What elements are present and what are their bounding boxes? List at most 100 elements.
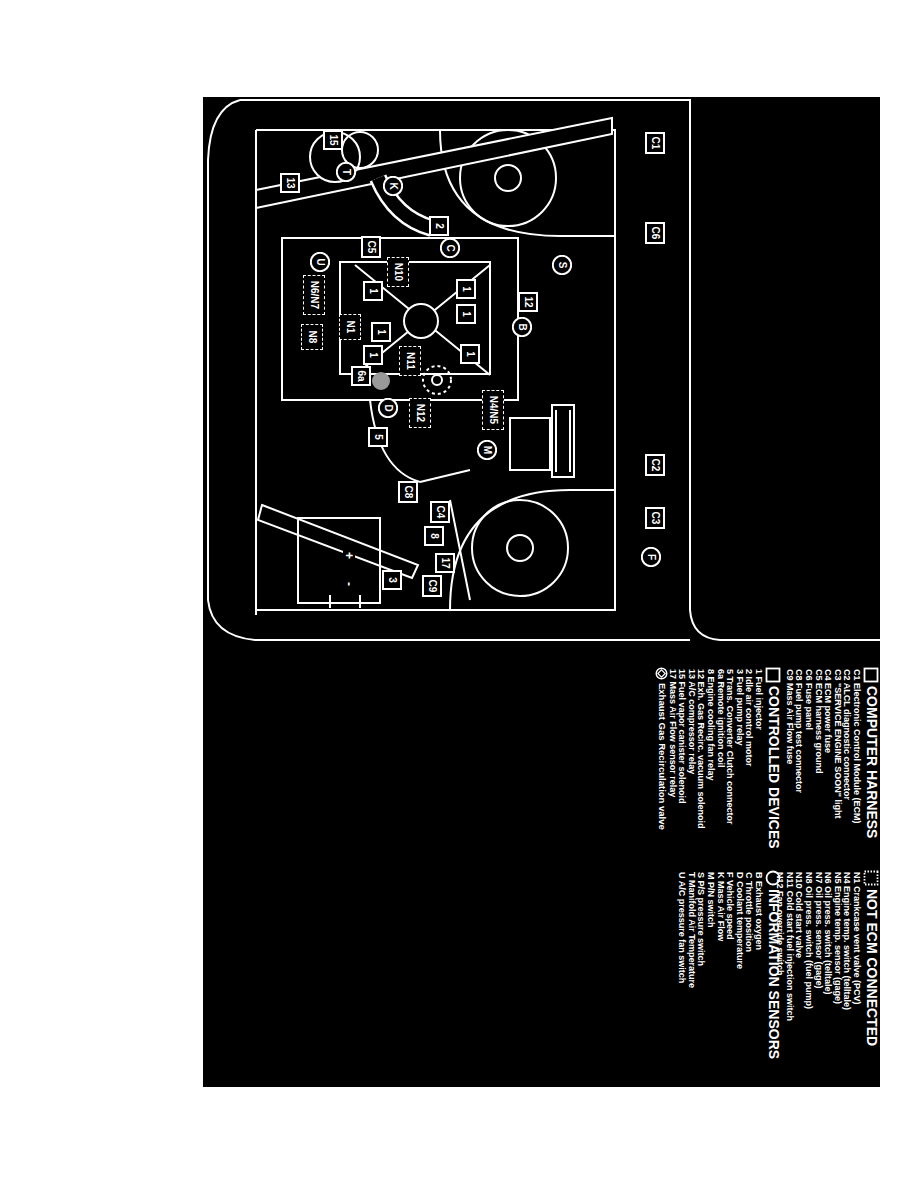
circle-outline — [379, 399, 397, 417]
callout-number: 2 — [434, 223, 444, 229]
not-ecm-box: N11 — [399, 346, 421, 376]
legend-circle — [656, 668, 667, 679]
legend-item: S P/S pressure switch — [696, 872, 705, 966]
callout-box: C1 — [645, 132, 665, 154]
circle-outline — [478, 441, 496, 459]
sensor-circle: K — [383, 176, 403, 196]
legend-diamond — [658, 670, 665, 677]
rotated-frame: C1C6C2C3F15T13K2CC5SUN10N6/N711112BN11N8… — [203, 97, 880, 1087]
sensor-circle: D — [378, 398, 398, 418]
callout-box: C6 — [645, 222, 665, 244]
sensor-circle: T — [336, 162, 356, 182]
callout-number: C9 — [427, 580, 437, 593]
legend-text: CONTROLLED DEVICES — [765, 686, 780, 849]
legend-item: C5 ECM harness ground — [814, 669, 823, 774]
legend-item: N7 Oil press. sensor (gage) — [814, 872, 823, 989]
callout-number: 15 — [328, 134, 338, 145]
not-ecm-box: N1 — [339, 314, 361, 340]
legend-text: Exhaust Gas Recirculation valve — [656, 683, 666, 830]
legend-item: N12 Fan override switch — [775, 872, 784, 976]
callout-number: C3 — [650, 512, 660, 525]
callout-number: C1 — [650, 137, 660, 150]
legend-item: N1 Crankcase vent valve (PCV) — [852, 872, 861, 1005]
callout-number: U — [315, 258, 325, 265]
legend-sample — [863, 870, 879, 886]
battery-terminal-sign: + — [343, 551, 355, 560]
compressor — [310, 132, 360, 182]
legend-item: K Mass Air Flow — [716, 872, 725, 941]
legend-item: 12 Exh. Gas Recirc. vacuum solenoid — [696, 669, 705, 829]
legend-item: 1 Fuel injector — [754, 669, 763, 730]
callout-box: 1 — [371, 322, 391, 342]
callout-number: 3 — [387, 577, 397, 583]
legend-item: 5 Trans. Converter Clutch connector — [725, 669, 734, 825]
legend-text: COMPUTER HARNESS — [863, 686, 878, 838]
circle-outline — [513, 318, 531, 336]
callout-number: F — [646, 554, 656, 560]
plenum — [404, 304, 438, 338]
legend-item: 15 Fuel vapor canister solenoid — [677, 669, 686, 804]
legend-item: 3 Fuel pump relay — [735, 669, 744, 746]
callout-box: C5 — [361, 236, 381, 258]
sensor-circle: M — [477, 440, 497, 460]
callout-box: C4 — [430, 501, 450, 523]
legend-item: N4 Engine temp. switch (telltale) — [842, 872, 851, 1010]
legend-entry: Exhaust Gas Recirculation valve — [655, 667, 668, 830]
callout-number: 1 — [368, 288, 378, 294]
legend-sample — [655, 667, 668, 680]
callout-number: 17 — [440, 557, 450, 568]
engine-block — [282, 238, 518, 400]
circle-outline — [384, 177, 402, 195]
callout-number: 6a — [356, 370, 366, 381]
support-band — [258, 505, 418, 578]
callout-box: 8 — [424, 526, 444, 546]
callout-number: 8 — [429, 533, 439, 539]
callout-number: K — [388, 182, 398, 189]
callout-box: 17 — [435, 553, 455, 573]
callout-box: C8 — [398, 481, 418, 503]
callout-box: 1 — [456, 304, 476, 324]
legend-item: C9 Mass Air Flow fuse — [785, 669, 794, 764]
vehicle-outline — [240, 100, 880, 640]
callout-box: C2 — [645, 454, 665, 476]
sensor-circle: B — [512, 317, 532, 337]
air-cleaner — [423, 366, 451, 394]
legend-item: C6 Fuse panel — [804, 669, 813, 730]
circle-outline — [311, 253, 329, 271]
callout-box: 2 — [429, 216, 449, 236]
legend-item: C3 "SERVICE ENGINE SOON" light — [833, 669, 842, 818]
legend-item: C8 Fuel pump test connector — [794, 669, 803, 793]
callout-number: 5 — [373, 434, 383, 440]
not-ecm-box: N8 — [301, 324, 323, 350]
callout-number: 13 — [285, 177, 295, 188]
callout-number: C4 — [435, 506, 445, 519]
battery-terminal-sign: - — [343, 581, 355, 587]
legend-item: M P/N switch — [706, 872, 715, 928]
callout-box: 5 — [368, 427, 388, 447]
callout-box: 15 — [323, 130, 343, 150]
legend-item: N11 Cold start fuel injection switch — [785, 872, 794, 1021]
callout-number: 1 — [461, 286, 471, 292]
callout-number: M — [482, 446, 492, 454]
legend-text: NOT ECM CONNECTED — [863, 889, 878, 1046]
circle-outline — [642, 548, 660, 566]
legend-item: N5 Engine temp. sensor (gage) — [833, 872, 842, 1004]
legend-entry: NOT ECM CONNECTED — [863, 870, 879, 1046]
legend-sample — [765, 667, 781, 683]
legend-item: 8 Engine cooling fan relay — [706, 669, 715, 781]
legend-item: F Vehicle speed — [725, 872, 734, 940]
callout-number: N4/N5 — [488, 396, 498, 424]
legend-item: U A/C pressure fan switch — [677, 872, 686, 983]
wheel-hub — [495, 165, 521, 191]
vehicle-outline — [208, 100, 690, 640]
battery — [298, 518, 380, 603]
callout-number: N10 — [393, 263, 403, 281]
sensor-circle: U — [310, 252, 330, 272]
battery-terminal — [330, 595, 360, 608]
intake-runners — [355, 265, 490, 375]
callout-number: T — [341, 169, 351, 175]
legend-item: 2 Idle air control motor — [744, 669, 753, 767]
not-ecm-box: N4/N5 — [482, 390, 504, 430]
callout-number: N11 — [405, 352, 415, 370]
callout-number: 1 — [461, 311, 471, 317]
